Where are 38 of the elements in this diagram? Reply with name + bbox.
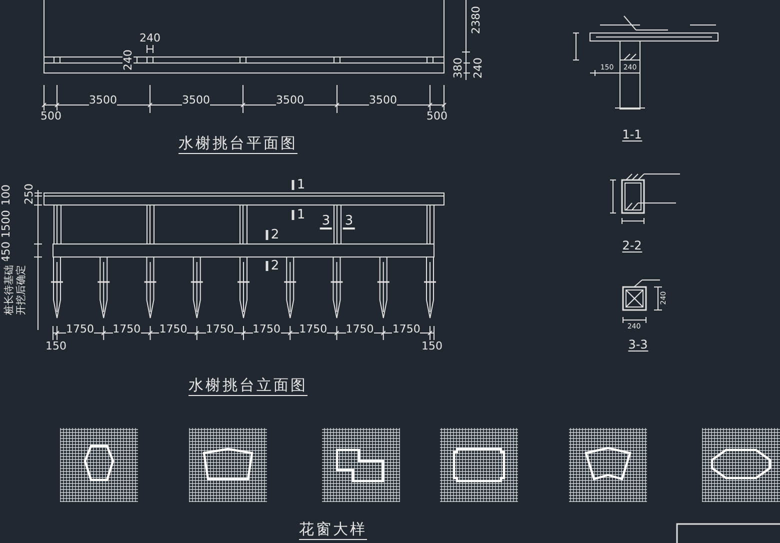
dimension-label: 1750 bbox=[206, 324, 234, 334]
dimension-label: 1750 bbox=[392, 324, 420, 334]
section-mark: 3 bbox=[342, 214, 356, 230]
dimension-label: 250 bbox=[24, 184, 34, 204]
dimension-label: 3500 bbox=[89, 94, 117, 106]
dimension-label: 240 bbox=[140, 32, 160, 44]
dimension-label: 150 bbox=[422, 340, 442, 352]
section-mark: 2 bbox=[270, 228, 280, 242]
dimension-label: 1750 bbox=[299, 324, 328, 334]
dimension-label: 2380 bbox=[470, 6, 482, 34]
dimension-label: 1750 bbox=[159, 324, 188, 334]
drawing-title: 花窗大样 bbox=[299, 522, 367, 540]
dimension-label: 150 bbox=[46, 340, 66, 352]
dimension-label: 1750 bbox=[66, 324, 94, 334]
section-title: 1-1 bbox=[622, 128, 642, 142]
dimension-label: 450 bbox=[0, 242, 12, 262]
dimension-label: 3500 bbox=[369, 94, 397, 106]
dimension-label: 240 bbox=[122, 50, 134, 70]
section-mark: 1 bbox=[296, 178, 306, 192]
dimension-label: 380 bbox=[452, 58, 464, 78]
note-text: 桩长待基础开挖后确定 bbox=[4, 261, 28, 315]
drawing-title: 水榭挑台平面图 bbox=[178, 136, 298, 154]
section-mark: 2 bbox=[270, 260, 280, 272]
dimension-label: 1750 bbox=[346, 324, 374, 334]
dimension-label: 240 bbox=[472, 58, 484, 78]
dimension-label: 100 bbox=[0, 184, 12, 206]
dimension-label: 3500 bbox=[182, 94, 210, 106]
dimension-label: 500 bbox=[426, 110, 448, 122]
section-mark: 3 bbox=[320, 214, 332, 230]
dimension-label: 1500 bbox=[0, 210, 12, 238]
section-title: 3-3 bbox=[628, 338, 648, 352]
section-mark: 1 bbox=[296, 208, 306, 222]
dimension-label: 1750 bbox=[252, 324, 280, 334]
dimension-label: 500 bbox=[40, 110, 62, 122]
dimension-label: 3500 bbox=[276, 94, 304, 106]
section-title: 2-2 bbox=[622, 240, 642, 252]
drawing-title: 水榭挑台立面图 bbox=[188, 378, 308, 396]
dimension-label: 1750 bbox=[112, 324, 141, 334]
